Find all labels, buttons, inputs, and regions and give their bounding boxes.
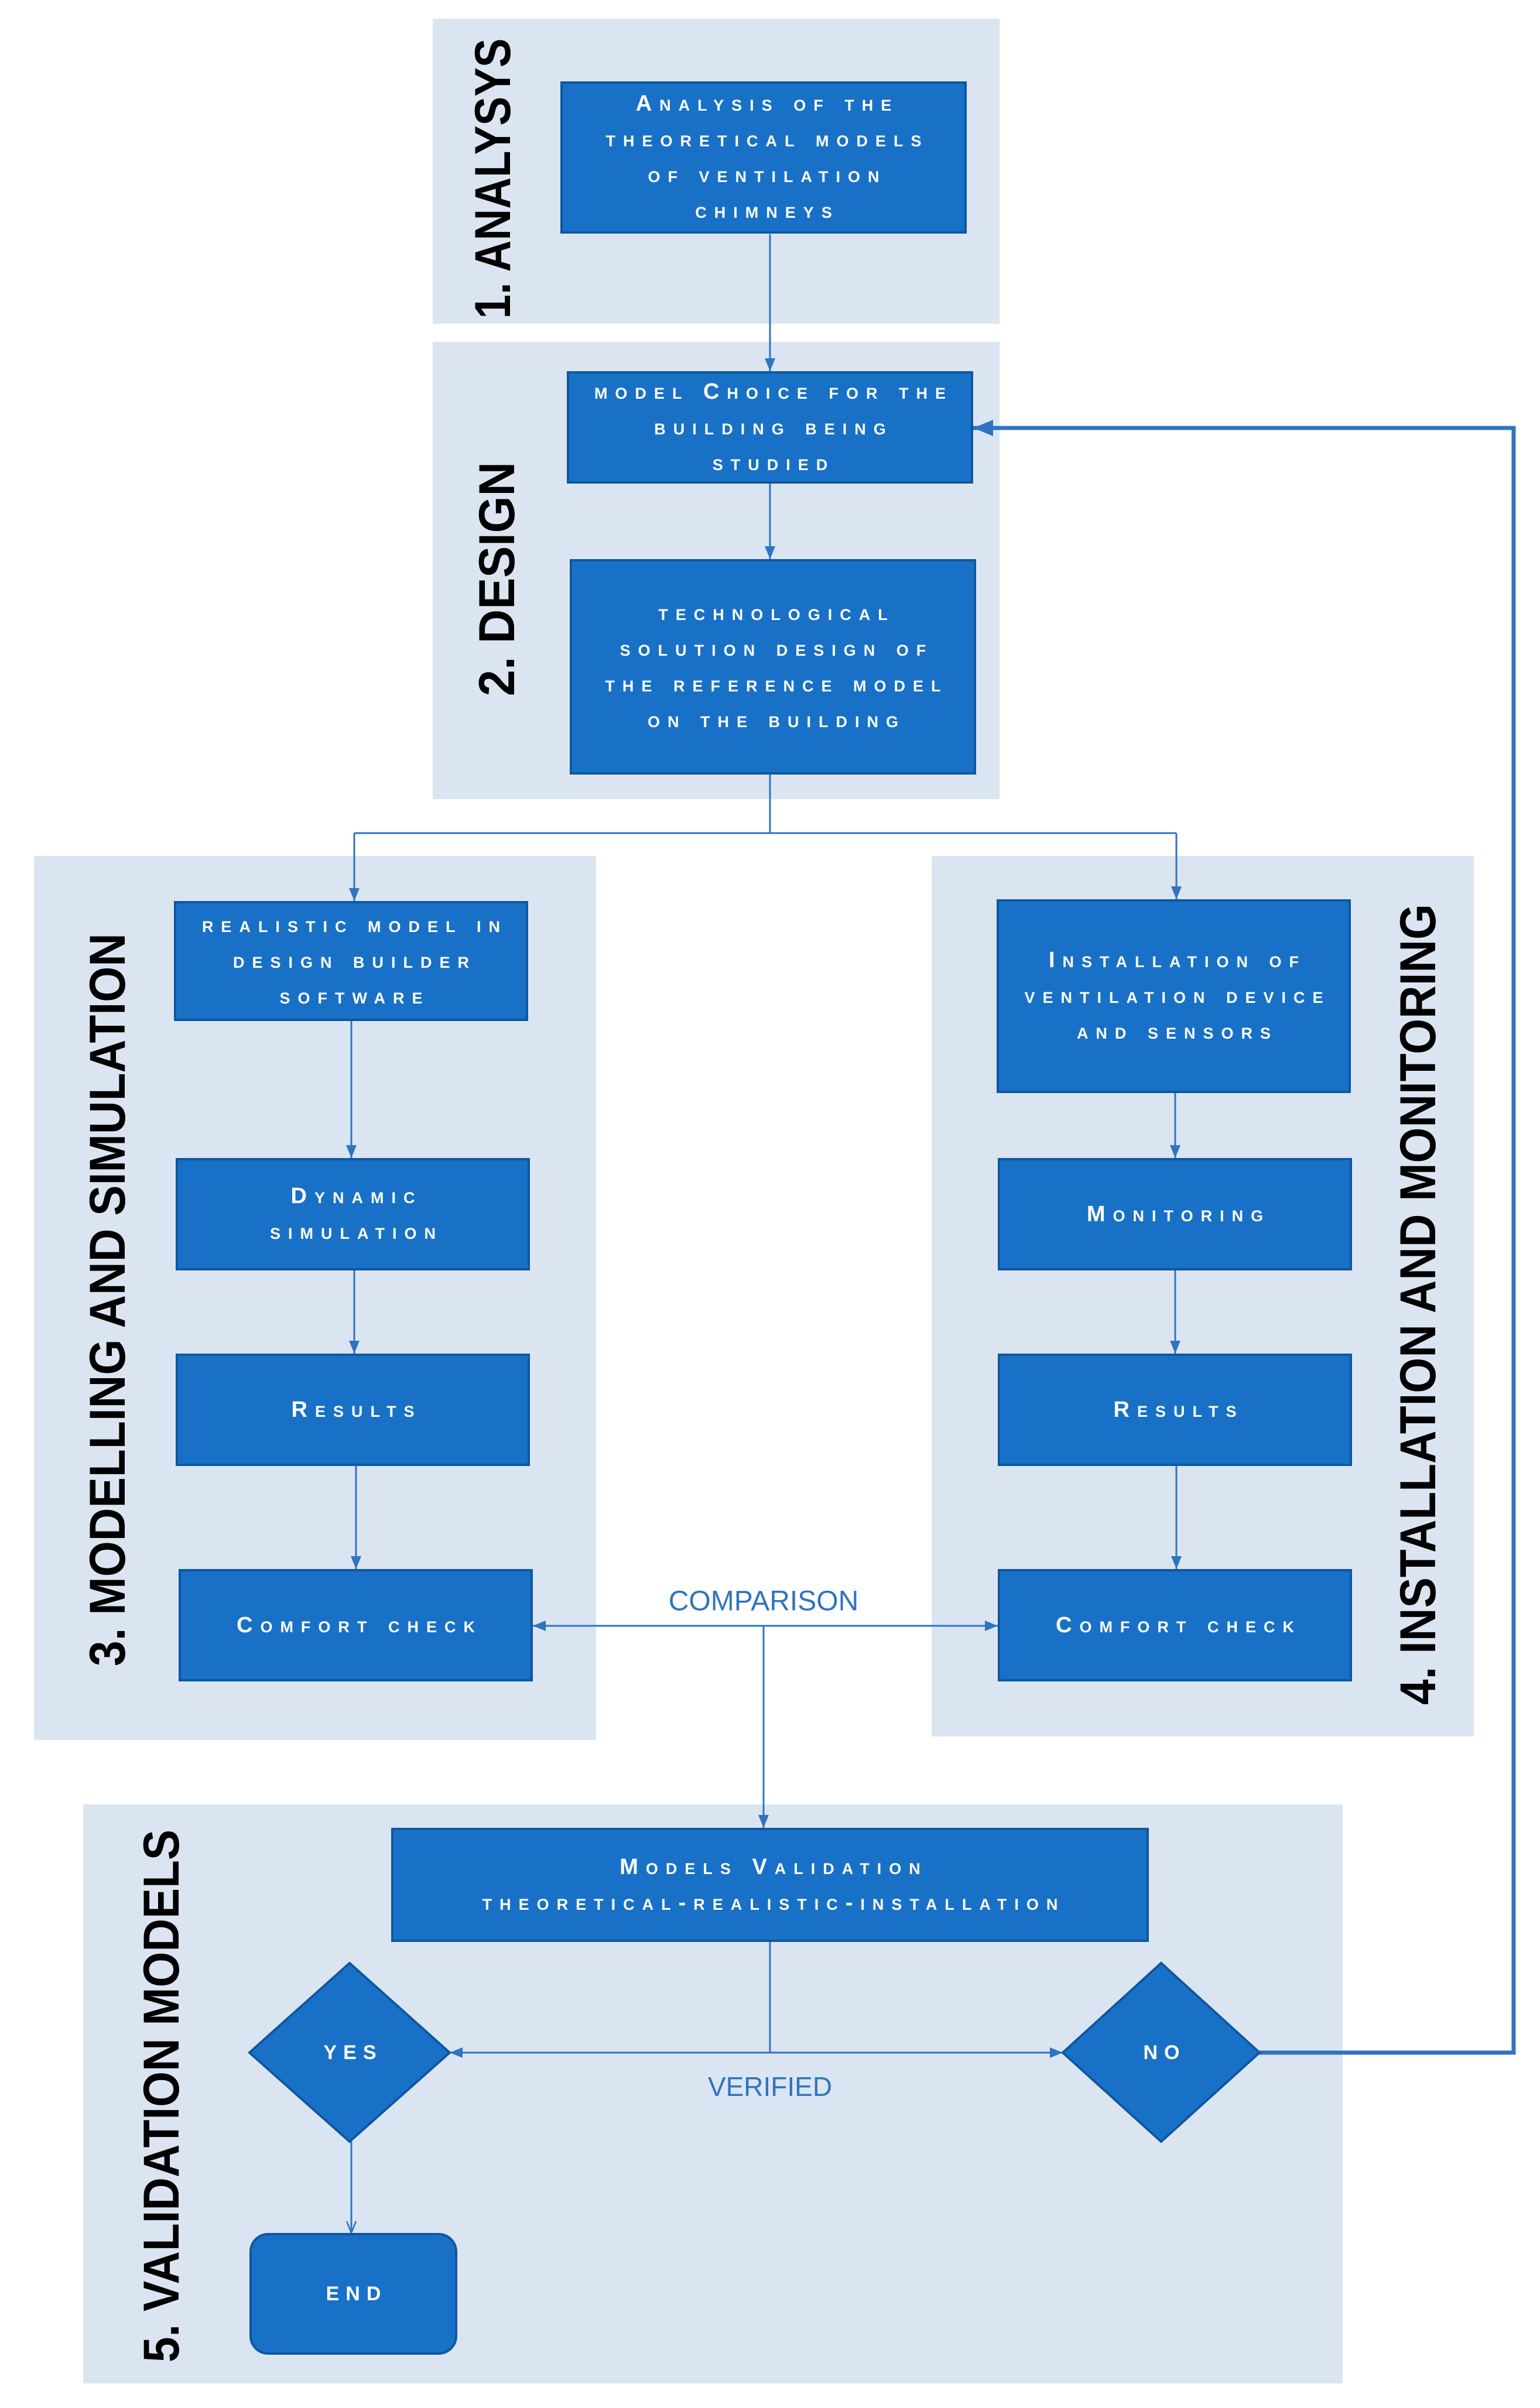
step-monitoring-results-label: Results bbox=[1113, 1397, 1244, 1422]
step-dynamic-simulation: Dynamic simulation bbox=[176, 1158, 530, 1270]
decision-yes: YES bbox=[247, 1961, 452, 2143]
step-technological-design-label: technological solution design of the ref… bbox=[605, 601, 949, 732]
section-label-design: 2. DESIGN bbox=[469, 462, 525, 696]
decision-yes-label: YES bbox=[323, 2042, 382, 2064]
step-models-validation-label: Models Validation theoretical-realistic-… bbox=[482, 1854, 1066, 1915]
decision-yes-diamond bbox=[247, 1961, 452, 2143]
step-analysis-theoretical-models-label: Analysis of the theoretical models of ve… bbox=[605, 91, 929, 223]
step-monitoring-comfort-check-label: Comfort check bbox=[1056, 1612, 1302, 1638]
decision-no: NO bbox=[1061, 1961, 1261, 2143]
step-installation-label: Installation of ventilation device and s… bbox=[1024, 948, 1331, 1044]
step-dynamic-simulation-label: Dynamic simulation bbox=[270, 1184, 443, 1244]
step-models-validation: Models Validation theoretical-realistic-… bbox=[391, 1828, 1149, 1942]
step-monitoring-label: Monitoring bbox=[1086, 1201, 1271, 1227]
section-label-installation: 4. INSTALLATION AND MONITORING bbox=[1390, 904, 1446, 1705]
decision-no-diamond bbox=[1061, 1961, 1261, 2143]
step-simulation-results-label: Results bbox=[291, 1397, 422, 1422]
step-model-choice: model Choice for the building being stud… bbox=[567, 371, 973, 484]
step-monitoring-results: Results bbox=[998, 1354, 1352, 1466]
comparison-label: COMPARISON bbox=[669, 1586, 858, 1617]
connector-design-split bbox=[354, 775, 1176, 834]
step-realistic-model-label: realistic model in design builder softwa… bbox=[201, 913, 508, 1009]
feedback-loop-connector bbox=[973, 420, 1516, 2055]
section-label-analysis: 1. ANALYSYS bbox=[465, 39, 521, 319]
step-monitoring-comfort-check: Comfort check bbox=[998, 1569, 1352, 1681]
connectors bbox=[351, 234, 1516, 2233]
step-technological-design: technological solution design of the ref… bbox=[570, 559, 976, 775]
step-simulation-comfort-check: Comfort check bbox=[179, 1569, 533, 1681]
section-label-validation: 5. VALIDATION MODELS bbox=[134, 1830, 190, 2362]
step-installation: Installation of ventilation device and s… bbox=[997, 899, 1351, 1093]
decision-no-label: NO bbox=[1144, 2042, 1186, 2064]
verified-label: VERIFIED bbox=[708, 2071, 832, 2102]
step-model-choice-label: model Choice for the building being stud… bbox=[594, 379, 954, 475]
step-simulation-comfort-check-label: Comfort check bbox=[237, 1612, 482, 1638]
step-analysis-theoretical-models: Analysis of the theoretical models of ve… bbox=[560, 81, 967, 234]
section-label-modelling: 3. MODELLING AND SIMULATION bbox=[80, 933, 136, 1666]
end-terminal-label: END bbox=[326, 2282, 388, 2305]
step-monitoring: Monitoring bbox=[998, 1158, 1352, 1270]
step-simulation-results: Results bbox=[176, 1354, 530, 1466]
step-realistic-model: realistic model in design builder softwa… bbox=[174, 901, 528, 1021]
end-terminal: END bbox=[249, 2233, 457, 2355]
